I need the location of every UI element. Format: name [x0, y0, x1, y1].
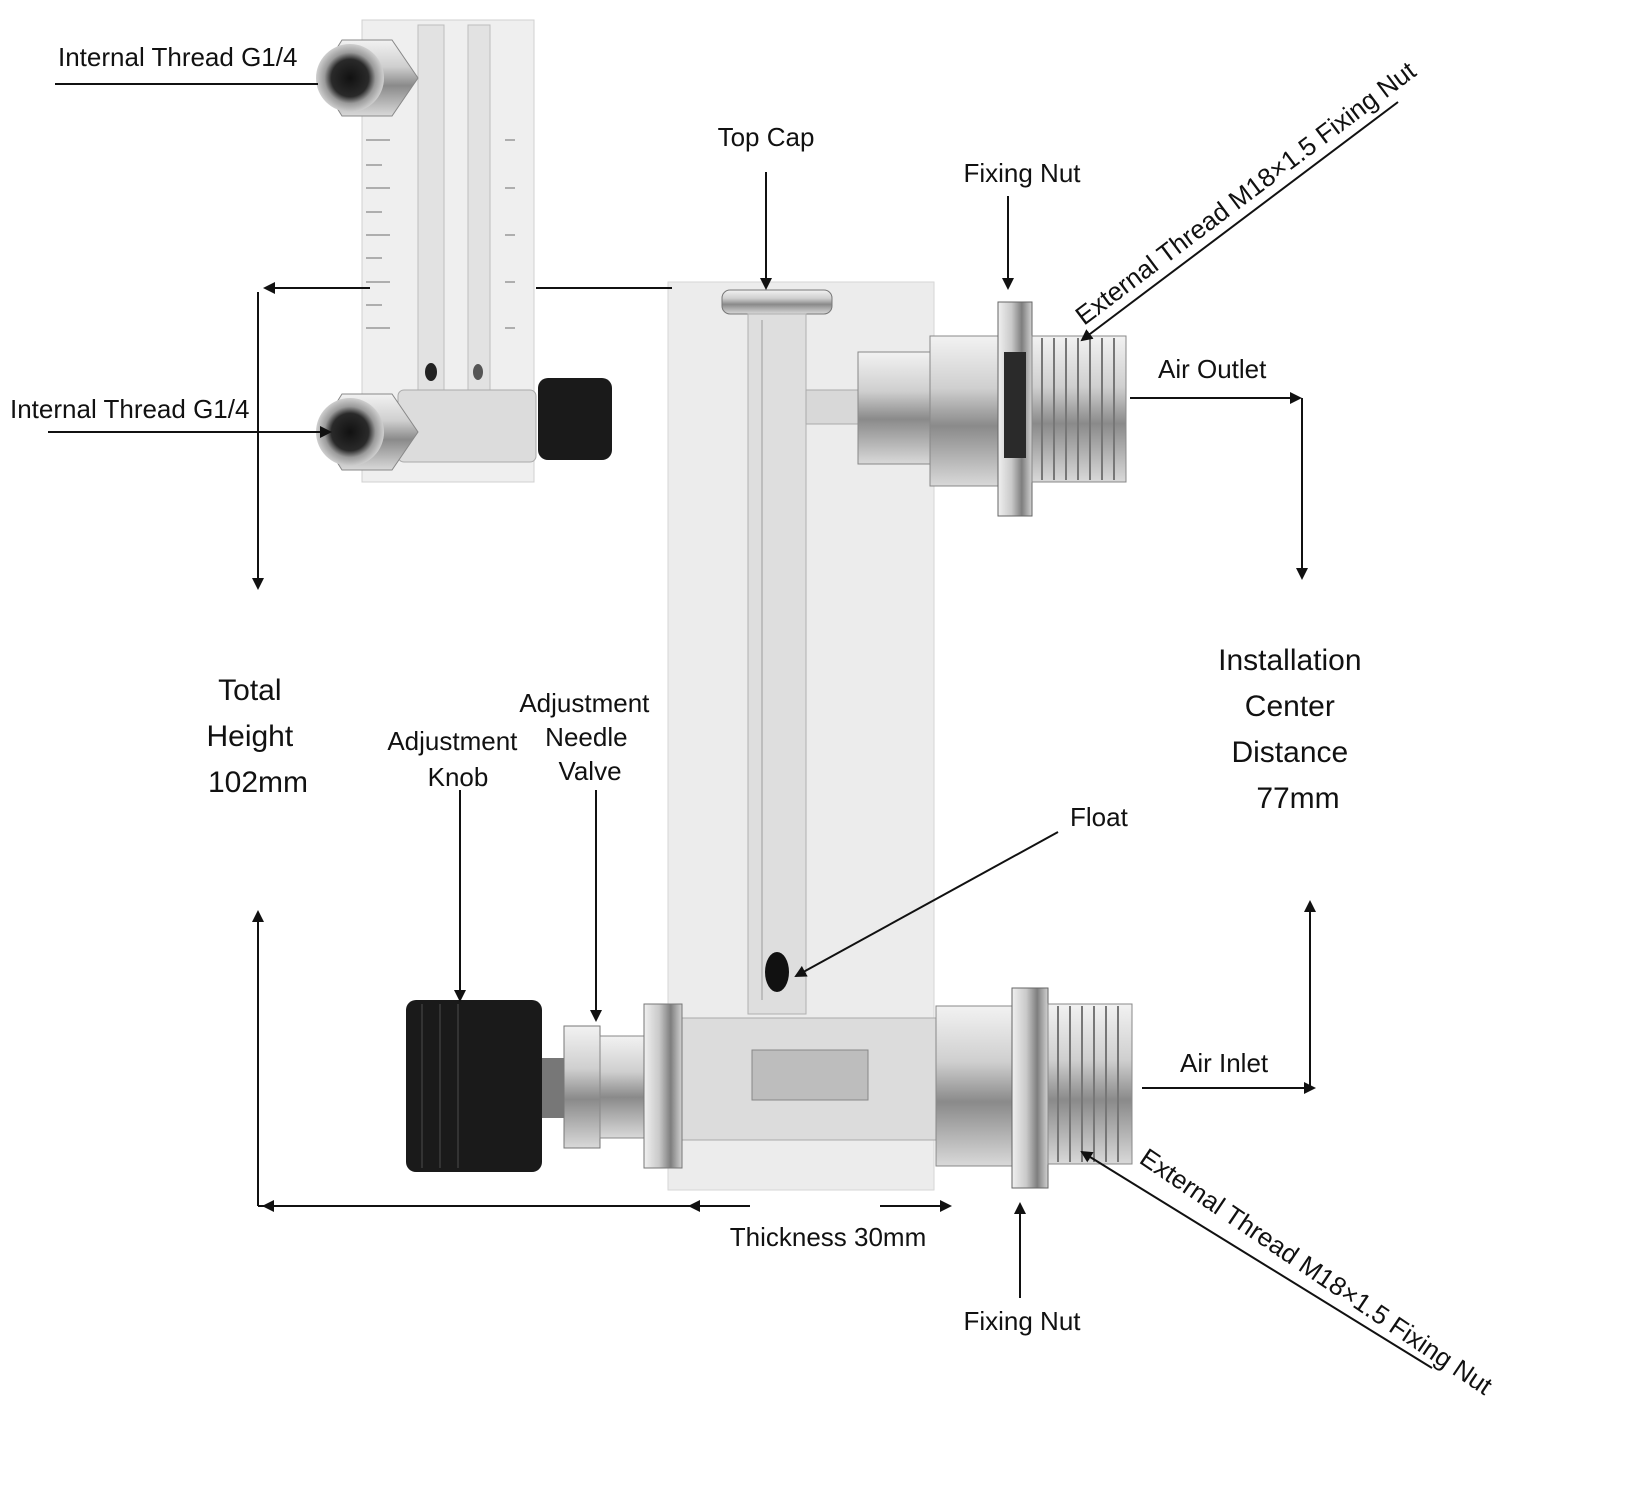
knob-line-1: Adjustment [387, 726, 518, 756]
label-thickness: Thickness 30mm [730, 1222, 927, 1252]
knob-line-2: Knob [428, 762, 489, 792]
needle-line-1: Adjustment [519, 688, 650, 718]
label-installation-center: Installation Center Distance 77mm [1218, 644, 1370, 815]
install-line-2: Center [1245, 690, 1335, 723]
outlet-branch [805, 389, 867, 425]
label-air-inlet: Air Inlet [1180, 1048, 1269, 1078]
needle-line-2: Needle [545, 722, 627, 752]
total-height-line-3: 102mm [208, 766, 308, 799]
label-external-thread-top: External Thread M18×1.5 Fixing Nut [1070, 55, 1422, 331]
label-internal-thread-top: Internal Thread G1/4 [58, 42, 297, 72]
inset-tube-left [417, 24, 445, 406]
total-height-line-1: Total [218, 674, 281, 707]
inset-float-right [473, 364, 483, 380]
label-internal-thread-bottom: Internal Thread G1/4 [10, 394, 249, 424]
inset-scale-ticks [366, 139, 515, 329]
leader-lines [48, 83, 1433, 1369]
main-flowmeter [406, 281, 1133, 1191]
install-line-3: Distance [1231, 736, 1348, 769]
inset-bottom-port [316, 393, 419, 471]
install-line-4: 77mm [1256, 782, 1339, 815]
inset-top-port [316, 39, 419, 117]
inset-float-left [425, 363, 437, 381]
outlet-fitting [857, 301, 1127, 517]
install-line-1: Installation [1218, 644, 1361, 677]
inlet-assembly [406, 987, 1133, 1189]
inset-flowmeter [316, 19, 612, 483]
adjustment-knob [406, 1000, 542, 1172]
label-adjustment-needle-valve: Adjustment Needle Valve [519, 688, 656, 786]
float [765, 952, 789, 992]
needle-line-3: Valve [558, 756, 621, 786]
total-height-line-2: Height [206, 720, 293, 753]
label-total-height: Total Height 102mm [206, 674, 308, 799]
label-float: Float [1070, 802, 1129, 832]
inset-tube-right [467, 24, 491, 406]
label-air-outlet: Air Outlet [1158, 354, 1267, 384]
label-adjustment-knob: Adjustment Knob [387, 726, 524, 792]
label-top-cap: Top Cap [718, 122, 815, 152]
label-fixing-nut-bottom: Fixing Nut [963, 1306, 1081, 1336]
bottom-fixing-nut [1011, 987, 1049, 1189]
label-external-thread-bottom: External Thread M18×1.5 Fixing Nut [1135, 1142, 1499, 1401]
top-cap [721, 289, 833, 315]
inset-needle-housing [397, 389, 537, 463]
label-fixing-nut-top: Fixing Nut [963, 158, 1081, 188]
inset-knob [538, 378, 612, 460]
glass-tube [747, 313, 807, 1015]
needle-valve [563, 1025, 601, 1149]
